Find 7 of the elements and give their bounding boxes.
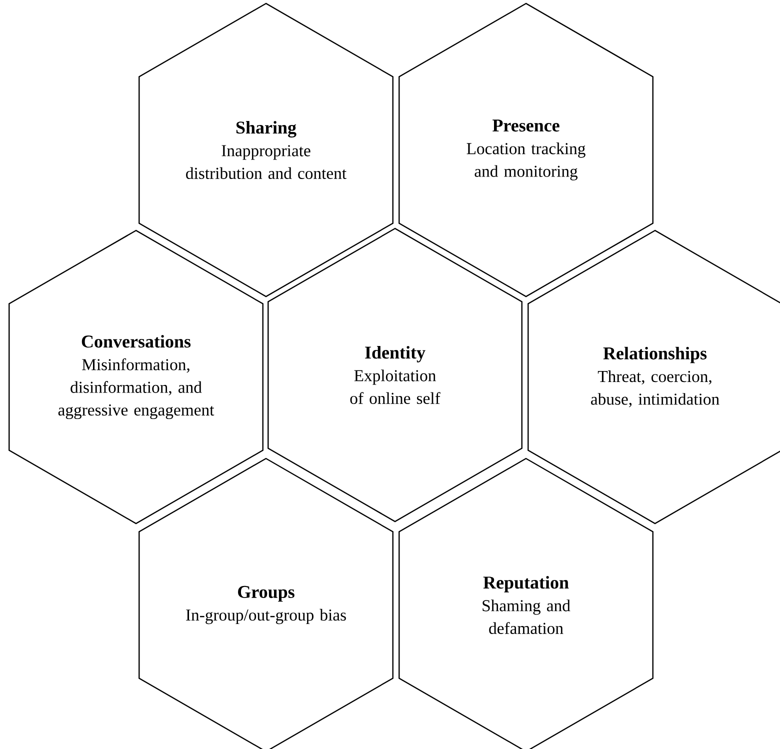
hexagon: Reputation Shaming and defamation <box>398 458 654 749</box>
hexagon: Conversations Misinformation, disinformation, and aggressive engagement <box>8 230 264 524</box>
hexagon: Identity Exploitation of online self <box>268 228 522 522</box>
hexagon: Sharing Inappropriate distribution and content <box>138 2 394 298</box>
hexagon: Groups In-group/out-group bias <box>138 458 394 749</box>
hexagon: Presence Location tracking and monitoring <box>398 2 654 298</box>
hexagon: Relationships Threat, coercion, abuse, intimidation <box>528 230 780 524</box>
